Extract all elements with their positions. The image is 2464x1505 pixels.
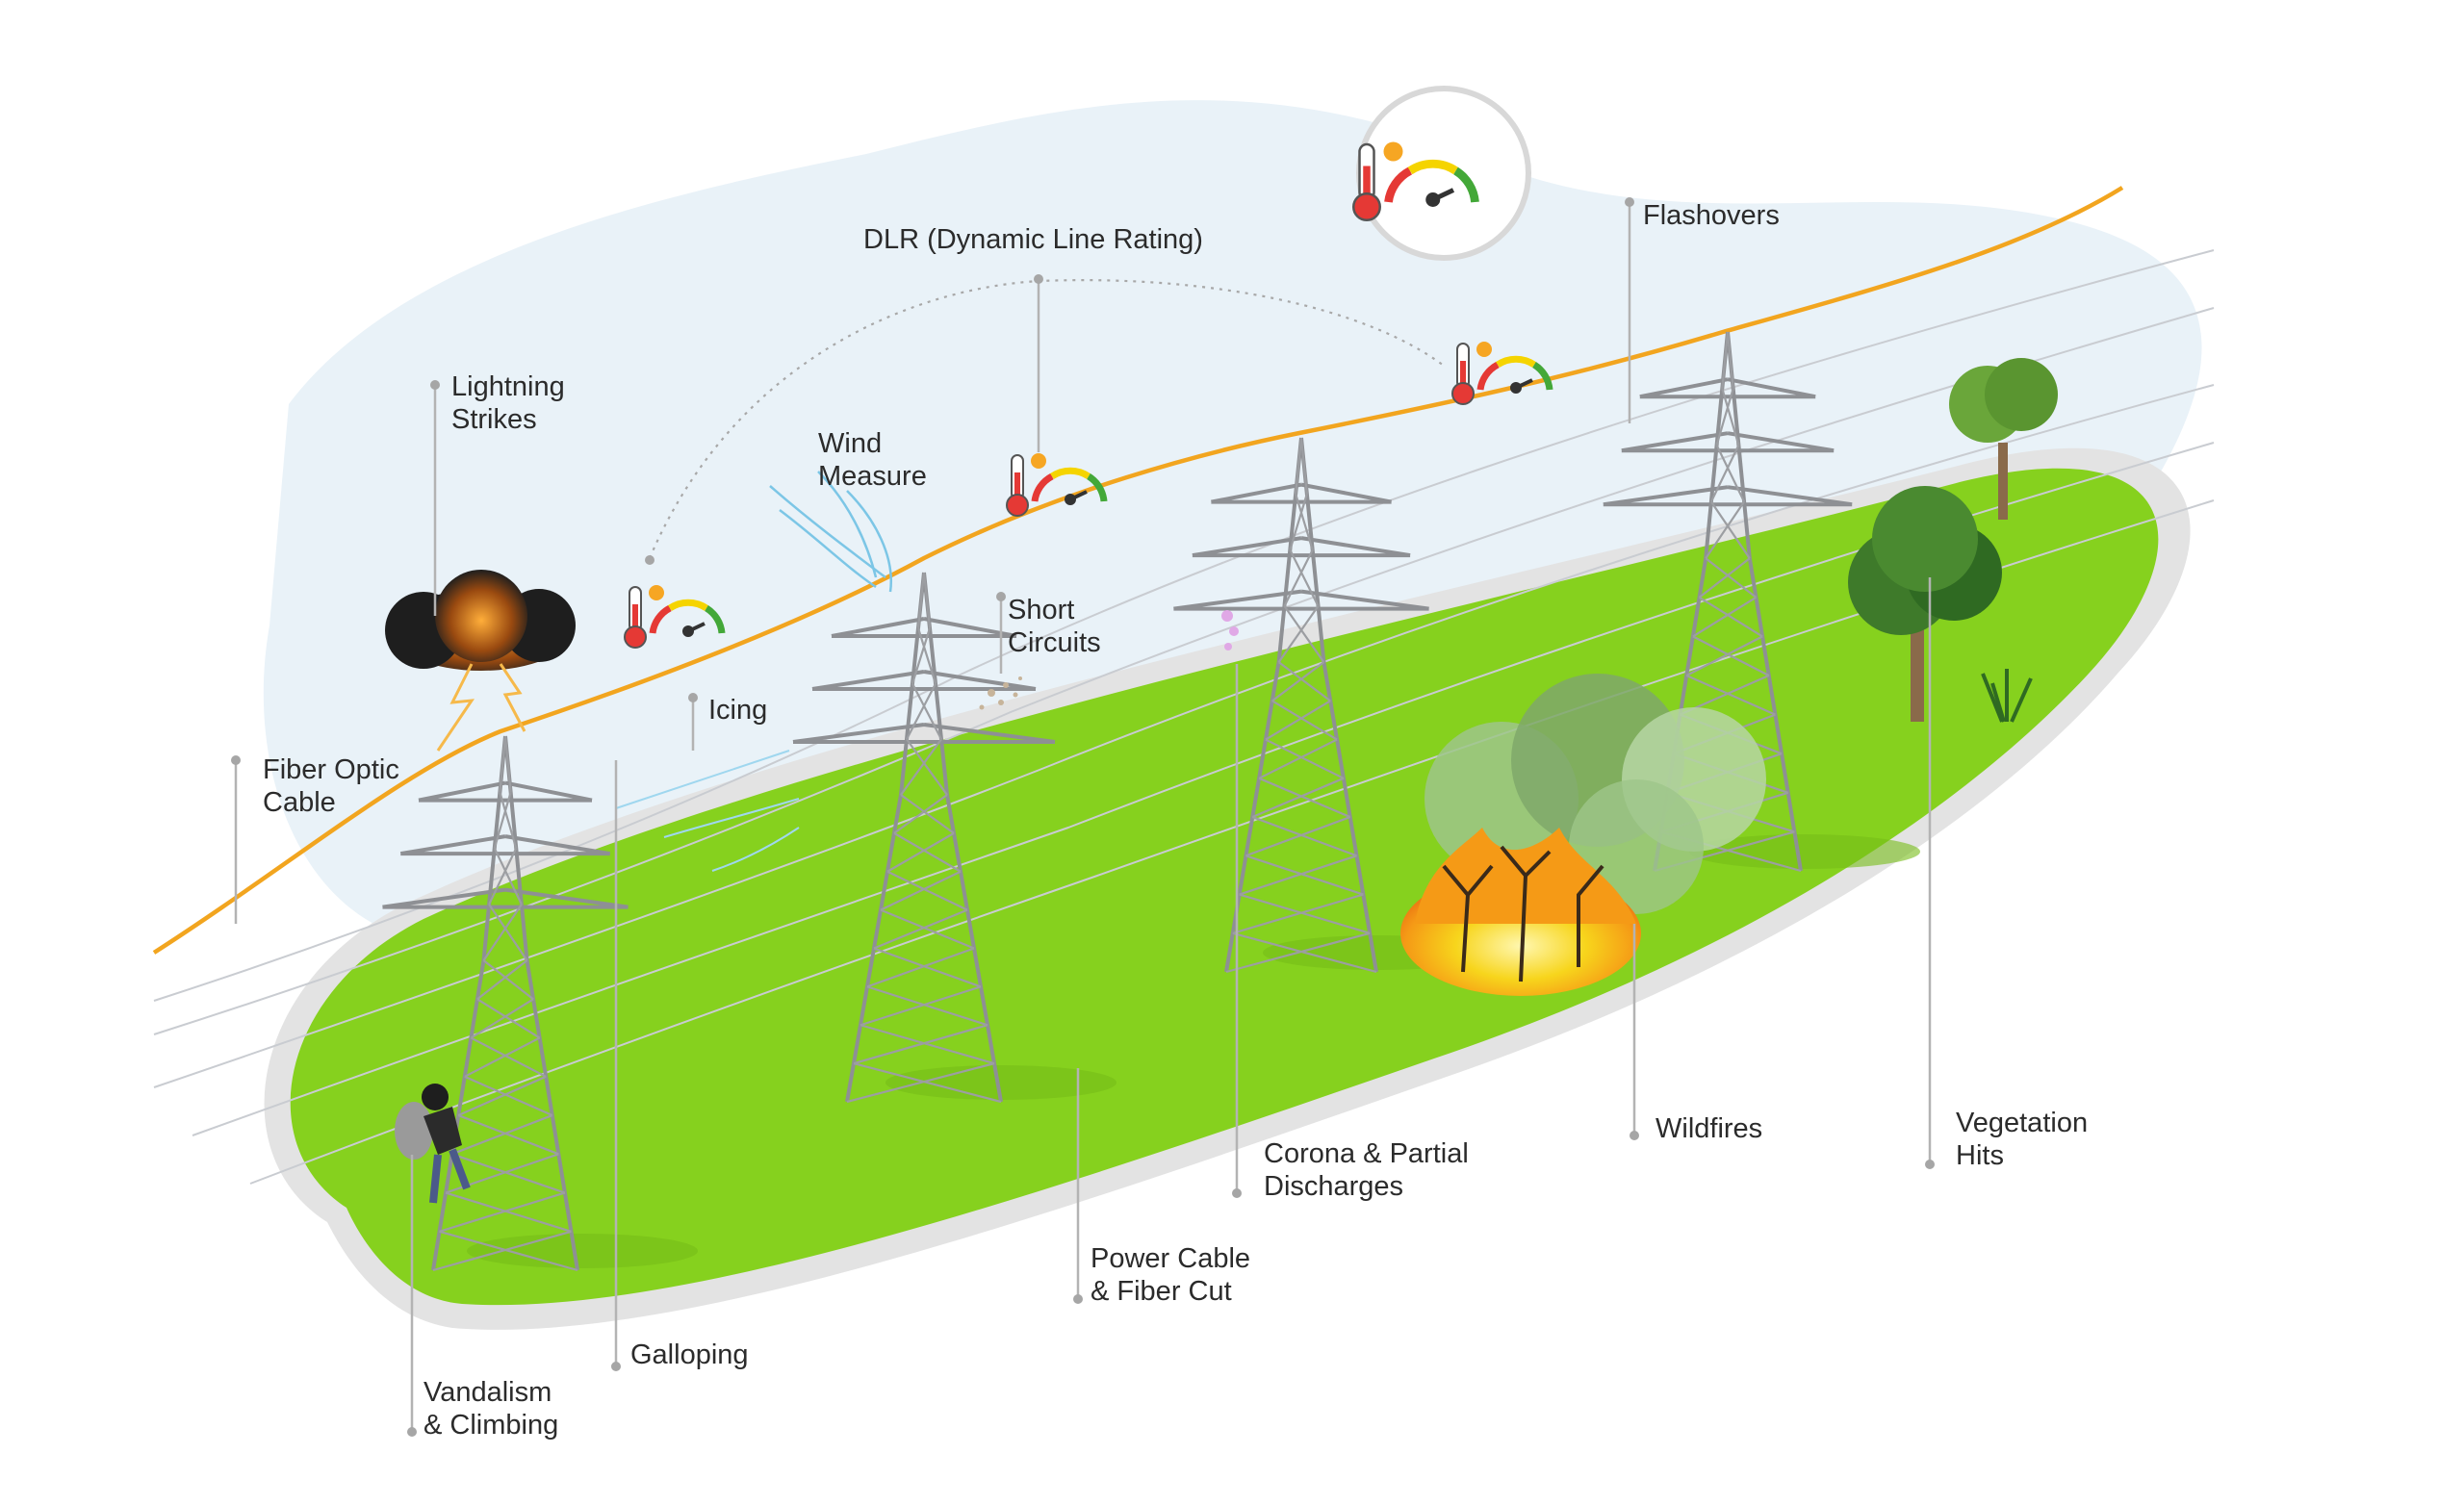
fire-icon [1400, 674, 1766, 996]
label-power-2: & Fiber Cut [1091, 1276, 1232, 1307]
tower-1 [382, 735, 629, 1272]
tower-bracing [1225, 437, 1377, 974]
label-fiber-1: Fiber Optic [263, 754, 399, 785]
label-short-1: Short [1008, 595, 1074, 625]
tower-bracing [432, 735, 578, 1272]
tower-shadow [886, 1065, 1116, 1100]
label-wildfires: Wildfires [1656, 1113, 1762, 1144]
climber-icon [395, 1084, 471, 1204]
tower-bracing [846, 572, 1002, 1104]
bubble-tail [1222, 135, 1348, 241]
label-vandalism-1: Vandalism [424, 1377, 552, 1408]
label-corona-2: Discharges [1264, 1171, 1403, 1202]
storm-cloud-icon [385, 570, 576, 752]
label-icing: Icing [708, 695, 767, 726]
tower-2 [792, 572, 1056, 1104]
bush-icon [1981, 669, 2033, 723]
label-corona-1: Corona & Partial [1264, 1138, 1469, 1169]
sky-background [263, 100, 2202, 945]
label-fiber-2: Cable [263, 787, 336, 818]
fiber-optic-cable [152, 186, 2124, 955]
label-vegetation-2: Hits [1956, 1140, 2004, 1171]
callout-leaders [231, 197, 1935, 1437]
label-lightning-2: Strikes [451, 404, 537, 435]
label-power-1: Power Cable [1091, 1243, 1250, 1274]
label-wind-1: Wind [818, 428, 882, 459]
tower-shadow [467, 1234, 698, 1268]
dlr-bubble [1356, 86, 1531, 261]
label-wind-2: Measure [818, 461, 927, 492]
icing-icon [615, 750, 800, 872]
label-short-2: Circuits [1008, 627, 1101, 658]
tower-shadow [1689, 834, 1920, 869]
corona-icon [1221, 610, 1239, 650]
label-lightning-1: Lightning [451, 371, 565, 402]
label-galloping: Galloping [630, 1339, 749, 1370]
spark-icon [979, 676, 1022, 710]
label-vandalism-2: & Climbing [424, 1410, 558, 1441]
label-dlr: DLR (Dynamic Line Rating) [863, 224, 1203, 255]
label-vegetation-1: Vegetation [1956, 1108, 2088, 1138]
label-flashovers: Flashovers [1643, 200, 1780, 231]
wind-icon [769, 471, 892, 593]
tree-icon [1848, 358, 2058, 722]
tower-3 [1173, 437, 1429, 974]
